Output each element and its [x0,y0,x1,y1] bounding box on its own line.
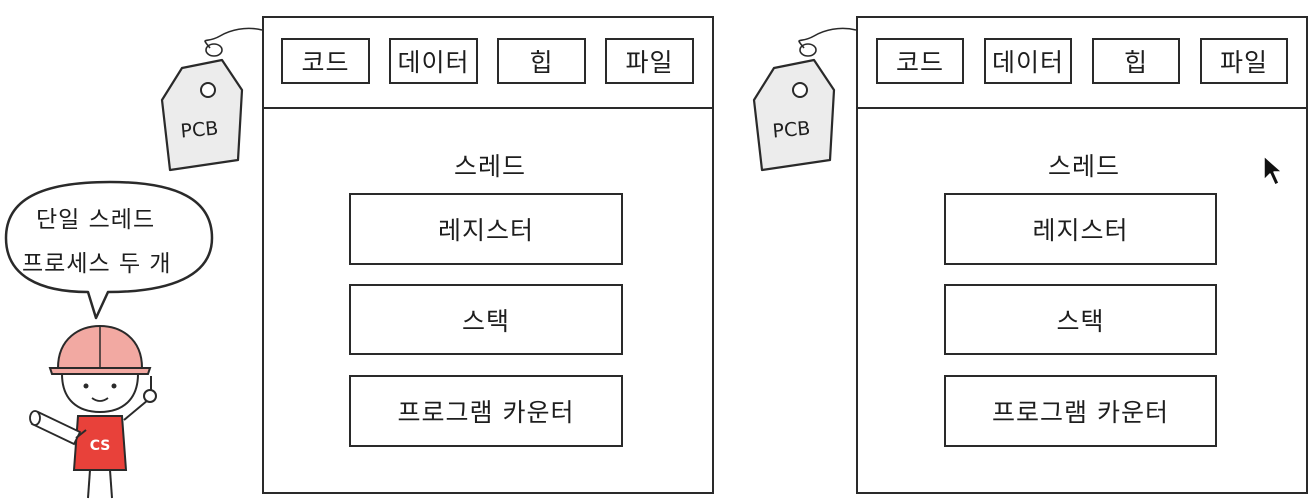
thread-program-counter: 프로그램 카운터 [944,375,1217,447]
segment-heap: 힙 [1092,38,1180,84]
pcb-tag-label: PCB [180,117,220,142]
pcb-tag-label: PCB [772,117,812,142]
thread-title: 스레드 [453,152,526,181]
segment-data: 데이터 [984,38,1072,84]
thread-registers: 레지스터 [944,193,1217,265]
thread-stack: 스택 [349,284,623,355]
segment-code: 코드 [281,38,370,84]
mascot-badge: CS [90,438,111,454]
bubble-text-line1: 단일 스레드 [36,207,156,233]
mouse-cursor-icon [1263,155,1283,186]
segment-file: 파일 [1200,38,1288,84]
segment-heap: 힙 [497,38,586,84]
process-divider [858,107,1306,109]
segment-code: 코드 [876,38,964,84]
bubble-text-line2: 프로세스 두 개 [22,251,172,277]
thread-title: 스레드 [1047,152,1120,181]
thread-stack: 스택 [944,284,1217,355]
process-divider [264,107,712,109]
pcb-tag-1: PCB [160,27,263,172]
speech-bubble [4,180,214,320]
segment-file: 파일 [605,38,694,84]
thread-program-counter: 프로그램 카운터 [349,375,623,447]
segment-data: 데이터 [389,38,478,84]
mascot-character: CS [29,324,157,499]
pcb-tag-2: PCB [752,27,857,172]
thread-registers: 레지스터 [349,193,623,265]
